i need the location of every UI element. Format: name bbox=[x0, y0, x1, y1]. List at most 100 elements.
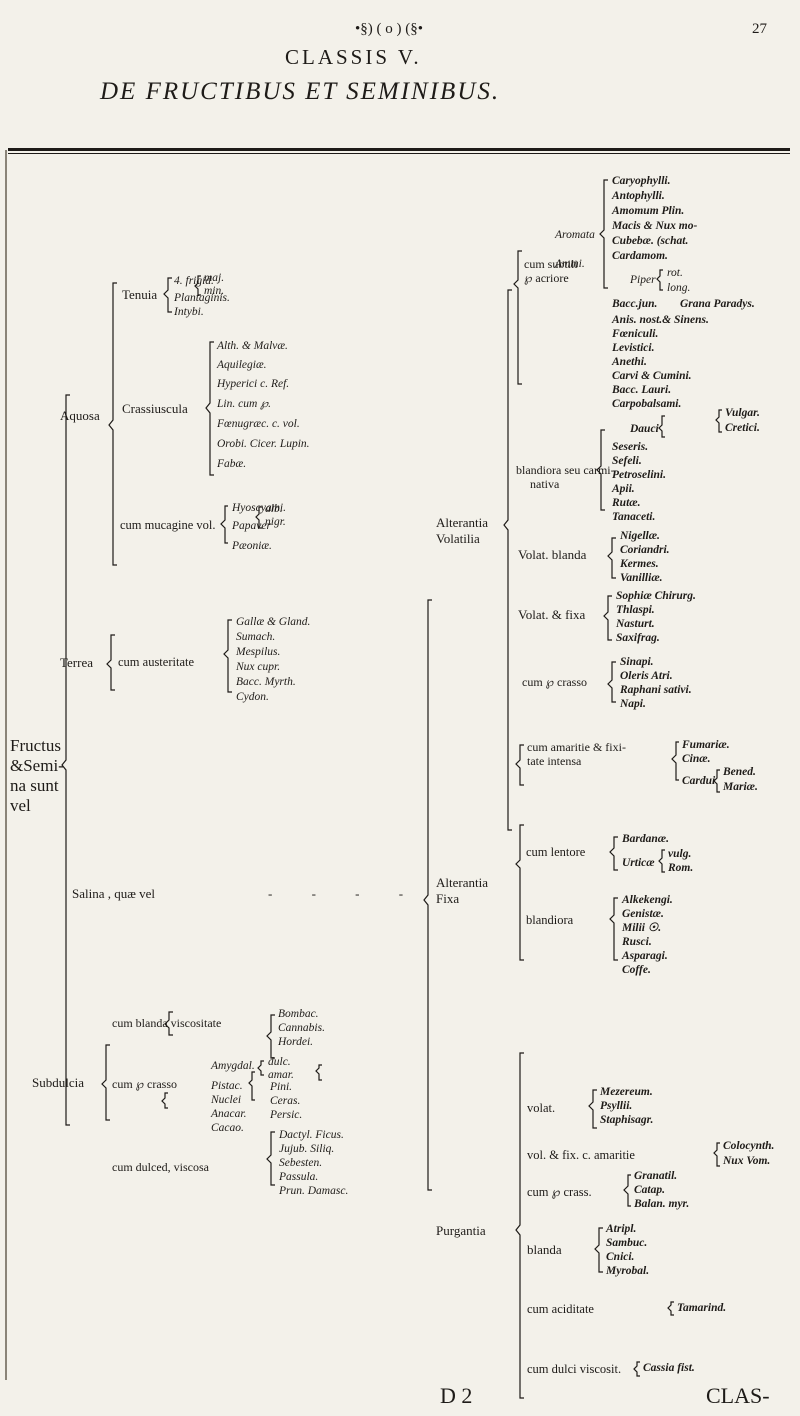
fixa-blandiora-item: Asparagi. bbox=[622, 950, 668, 962]
page-ornament: •§) ( o ) (§• bbox=[355, 21, 423, 37]
acriore-item: Levistici. bbox=[612, 342, 655, 354]
alt-fixa-label-2: Fixa bbox=[436, 891, 460, 906]
volat-fixa-item: Nasturt. bbox=[616, 618, 655, 630]
acriore-item: Bacc. Lauri. bbox=[612, 384, 672, 396]
purgantia-dulci-item: Cassia fist. bbox=[643, 1362, 695, 1374]
crassiuscula-item: Lin. cum ℘. bbox=[217, 398, 272, 410]
blandiora-item: Apii. bbox=[612, 483, 635, 495]
terrea-item: Mespilus. bbox=[236, 646, 281, 658]
volat-fixa-item: Sophiæ Chirurg. bbox=[616, 590, 696, 602]
terrea-item: Cydon. bbox=[236, 691, 269, 703]
classis-heading: CLASSIS V. bbox=[285, 45, 422, 69]
subdulcia-blanda-item: Cannabis. bbox=[278, 1022, 325, 1034]
acriore-item: Anethi. bbox=[612, 356, 647, 368]
volat-fixa-label: Volat. & fixa bbox=[518, 607, 586, 622]
fixa-urticae: Urticæ bbox=[622, 857, 655, 869]
amaritie-cinae: Cinæ. bbox=[682, 753, 711, 765]
header-rule bbox=[8, 148, 790, 151]
amaritie-mariae: Mariæ. bbox=[723, 781, 758, 793]
amaritie-label-1: cum amaritie & fixi- bbox=[527, 740, 626, 754]
page-number: 27 bbox=[752, 21, 767, 37]
mucagine-hyoscyami: Hyoscyami. bbox=[232, 502, 286, 514]
piper-rot: rot. bbox=[667, 267, 683, 279]
amaritie-label-2: tate intensa bbox=[527, 754, 582, 768]
volat-blanda-item: Kermes. bbox=[620, 558, 659, 570]
mucagine-papaver: Papaver bbox=[232, 520, 271, 532]
header-rule-thin bbox=[8, 153, 790, 154]
blandiora-dauci: Dauci bbox=[630, 423, 659, 435]
aromata-item: Macis & Nux mo- bbox=[612, 220, 698, 232]
root-na-sunt: na sunt bbox=[10, 776, 59, 795]
purgantia-crass-item: Granatil. bbox=[634, 1170, 678, 1182]
purgantia-volat-item: Mezereum. bbox=[600, 1086, 653, 1098]
terrea-item: Bacc. Myrth. bbox=[236, 676, 296, 688]
fixa-blandiora-label: blandiora bbox=[526, 913, 574, 927]
fixa-vulg: vulg. bbox=[668, 848, 692, 860]
aromata-item: Cardamom. bbox=[612, 250, 668, 262]
aromata-item: Caryophylli. bbox=[612, 175, 671, 187]
blandiora-item: Petroselini. bbox=[612, 469, 666, 481]
crassiuscula-item: Fabæ. bbox=[217, 458, 247, 470]
blandiora-item: Sefeli. bbox=[612, 455, 642, 467]
crassiuscula-item: Orobi. Cicer. Lupin. bbox=[217, 438, 310, 450]
purgantia-volfix-item: Nux Vom. bbox=[723, 1155, 771, 1167]
volatilia-crasso-label: cum ℘ crasso bbox=[522, 675, 588, 689]
purgantia-blanda-item: Cnici. bbox=[606, 1251, 635, 1263]
crassiuscula-item: Fœnugræc. c. vol. bbox=[217, 418, 300, 430]
amaritie-fumariae: Fumariæ. bbox=[682, 739, 730, 751]
root-fructus: Fructus bbox=[10, 736, 61, 755]
subdulcia-dulced-label: cum dulced, viscosa bbox=[112, 1160, 209, 1174]
blandiora-vulgar: Vulgar. bbox=[725, 407, 760, 419]
blandiora-item: Rutæ. bbox=[612, 497, 641, 509]
subdulcia-ceras: Ceras. bbox=[270, 1095, 301, 1107]
aromata-item: Antophylli. bbox=[612, 190, 665, 202]
tenuia-min: min. bbox=[204, 285, 225, 297]
catchword: CLAS- bbox=[706, 1383, 770, 1408]
aromata-item: Cubebæ. (schat. bbox=[612, 235, 689, 247]
bacc-jun: Bacc.jun. bbox=[612, 298, 658, 310]
subdulcia-dulced-item: Prun. Damasc. bbox=[279, 1185, 349, 1197]
grana-paradys: Grana Paradys. bbox=[680, 298, 755, 310]
volatilia-crasso-item: Napi. bbox=[620, 698, 646, 710]
fixa-lentore-label: cum lentore bbox=[526, 845, 586, 859]
subdulcia-pistac: Pistac. bbox=[211, 1080, 243, 1092]
purgantia-volat-item: Psyllii. bbox=[600, 1100, 633, 1112]
purgantia-volat-item: Staphisagr. bbox=[600, 1114, 654, 1126]
tenuia-label: Tenuia bbox=[122, 287, 158, 302]
purgantia-blanda-item: Myrobal. bbox=[606, 1265, 650, 1277]
fixa-blandiora-item: Coffe. bbox=[622, 964, 651, 976]
fixa-blandiora-item: Milii ☉. bbox=[622, 922, 662, 934]
blandiora-item: Seseris. bbox=[612, 441, 649, 453]
amaritie-bened: Bened. bbox=[723, 766, 756, 778]
purgantia-aciditate-item: Tamarind. bbox=[677, 1302, 727, 1314]
subdulcia-nuclei: Nuclei bbox=[211, 1094, 242, 1106]
volat-blanda-item: Nigellæ. bbox=[620, 530, 660, 542]
volat-blanda-item: Coriandri. bbox=[620, 544, 670, 556]
alt-vol-label-2: Volatilia bbox=[436, 531, 480, 546]
tenuia-plantaginis: Plantaginis. bbox=[174, 292, 230, 304]
root-semi: &Semi- bbox=[10, 756, 64, 775]
purgantia-label: Purgantia bbox=[436, 1223, 486, 1238]
subdulcia-anacar: Anacar. bbox=[211, 1108, 247, 1120]
mucagine-alb: alb. bbox=[265, 503, 283, 515]
alt-vol-label-1: Alterantia bbox=[436, 515, 488, 530]
volat-blanda-item: Vanilliæ. bbox=[620, 572, 663, 584]
subdulcia-dulced-item: Sebesten. bbox=[279, 1157, 323, 1169]
blandiora-label-2: nativa bbox=[530, 477, 560, 491]
salina-dashes: - - - - bbox=[268, 886, 422, 901]
subdulcia-dulc: dulc. bbox=[268, 1056, 291, 1068]
subdulcia-amygdal: Amygdal. bbox=[211, 1060, 255, 1072]
subdulcia-pini: Pini. bbox=[270, 1081, 293, 1093]
subdulcia-dulced-item: Jujub. Siliq. bbox=[279, 1143, 335, 1155]
volatilia-crasso-item: Raphani sativi. bbox=[620, 684, 692, 696]
subdulcia-label: Subdulcia bbox=[32, 1075, 84, 1090]
purgantia-crass-item: Catap. bbox=[634, 1184, 665, 1196]
purgantia-dulci-label: cum dulci viscosit. bbox=[527, 1362, 622, 1376]
fixa-blandiora-item: Genistæ. bbox=[622, 908, 664, 920]
volat-fixa-item: Saxifrag. bbox=[616, 632, 660, 644]
tenuia-maj: maj. bbox=[204, 272, 225, 284]
aromata-label: Aromata bbox=[555, 229, 595, 241]
signature-mark: D 2 bbox=[440, 1383, 473, 1408]
subdulcia-blanda-item: Hordei. bbox=[278, 1036, 314, 1048]
